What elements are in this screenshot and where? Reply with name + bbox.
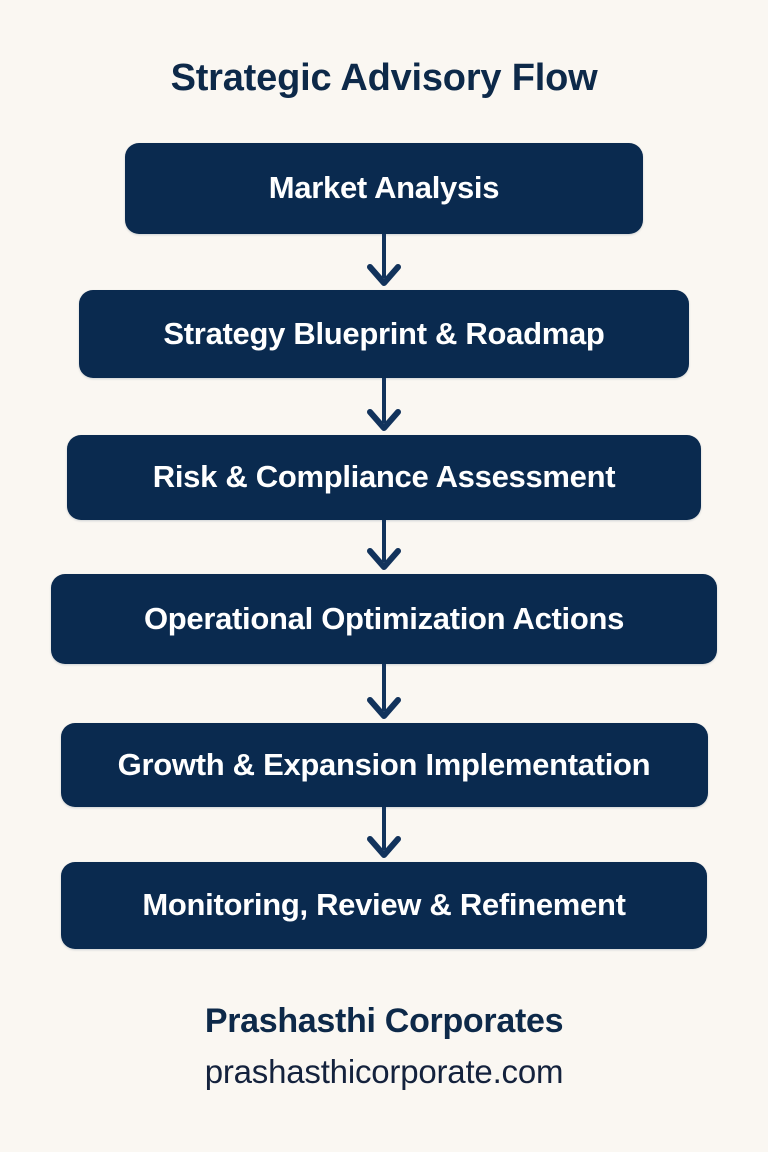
flow-node-market-analysis[interactable]: Market Analysis (125, 143, 643, 234)
arrow-down-icon (367, 378, 401, 435)
flow-node-label: Monitoring, Review & Refinement (142, 887, 626, 923)
flow-node-strategy-blueprint-roadmap[interactable]: Strategy Blueprint & Roadmap (79, 290, 689, 378)
flow-step-4: Operational Optimization Actions (51, 574, 717, 664)
flow-step-3: Risk & Compliance Assessment (67, 435, 701, 520)
flow-step-1: Market Analysis (125, 143, 643, 234)
flow-node-operational-optimization-actions[interactable]: Operational Optimization Actions (51, 574, 717, 664)
flow-node-risk-compliance-assessment[interactable]: Risk & Compliance Assessment (67, 435, 701, 520)
flow-node-label: Strategy Blueprint & Roadmap (163, 315, 605, 351)
arrow-down-icon (367, 807, 401, 862)
arrow-down-icon (367, 664, 401, 723)
arrow-down-icon (367, 520, 401, 574)
website-url[interactable]: prashasthicorporate.com (204, 1053, 564, 1090)
flow-node-label: Growth & Expansion Implementation (117, 746, 651, 782)
flow-node-label: Market Analysis (268, 170, 500, 206)
footer: Prashasthi Corporates prashasthicorporat… (0, 998, 768, 1096)
flow-diagram: Market Analysis Strategy Blueprint & Roa… (0, 143, 768, 949)
arrow-down-icon (367, 234, 401, 290)
page-title: Strategic Advisory Flow (170, 57, 598, 99)
flow-step-2: Strategy Blueprint & Roadmap (79, 290, 689, 378)
flow-step-5: Growth & Expansion Implementation (60, 723, 708, 807)
flow-node-growth-expansion-implementation[interactable]: Growth & Expansion Implementation (60, 723, 708, 807)
flow-node-label: Risk & Compliance Assessment (152, 459, 616, 495)
brand-name: Prashasthi Corporates (204, 1002, 564, 1040)
flow-node-label: Operational Optimization Actions (143, 600, 625, 636)
flow-step-6: Monitoring, Review & Refinement (61, 862, 707, 949)
flow-node-monitoring-review-refinement[interactable]: Monitoring, Review & Refinement (61, 862, 707, 949)
